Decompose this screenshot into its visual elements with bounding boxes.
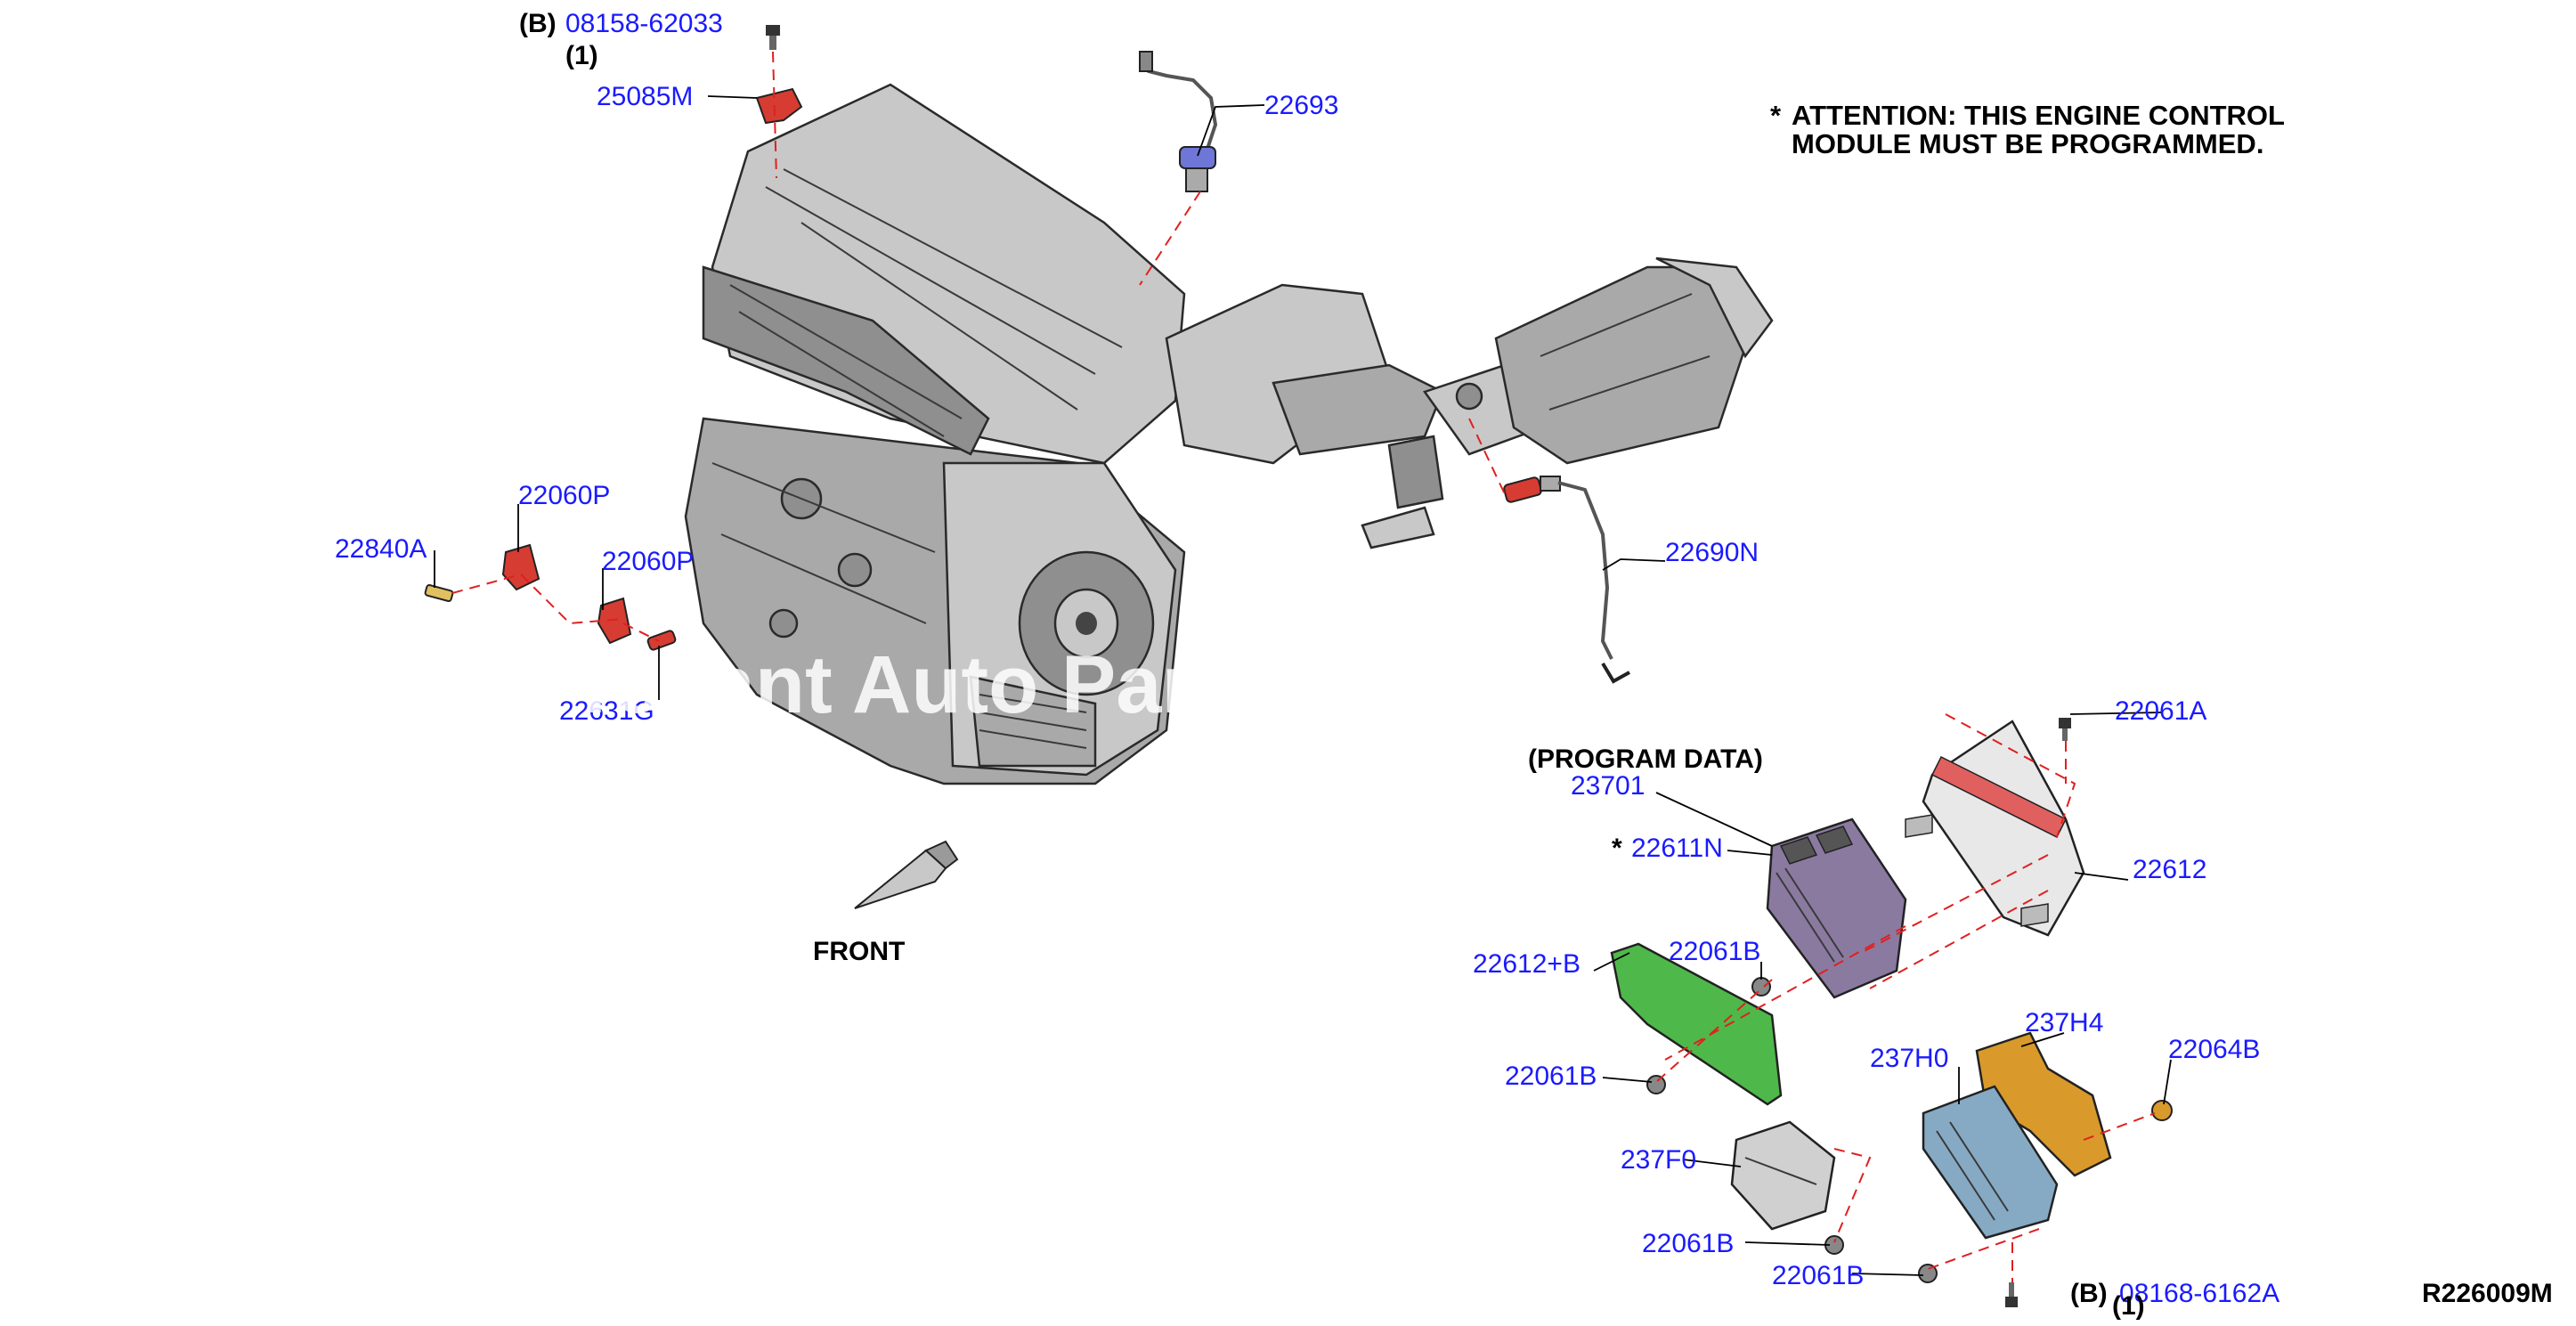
engine-icon xyxy=(684,83,1186,785)
part-number-22060P-a[interactable]: 22060P xyxy=(518,481,610,510)
watermark: Tenant Auto Parts xyxy=(570,639,1266,730)
part-number-23701[interactable]: 23701 xyxy=(1571,771,1645,801)
nut-icon xyxy=(1918,1264,1938,1283)
bolt-group-letter-bottom: (B) xyxy=(2070,1279,2108,1308)
assembly-lines xyxy=(451,51,2156,1282)
attention-note-star: * xyxy=(1770,100,1782,131)
part-number-22840A[interactable]: 22840A xyxy=(335,534,427,564)
program-data-label: (PROGRAM DATA) xyxy=(1528,744,1763,774)
o2-sensor-icon xyxy=(1139,51,1218,192)
part-number-22061A[interactable]: 22061A xyxy=(2115,696,2206,726)
qty-bottom: (1) xyxy=(2112,1291,2145,1321)
bracket-icon xyxy=(1610,942,1783,1106)
nut-icon xyxy=(1646,1075,1666,1094)
part-number-22060P-b[interactable]: 22060P xyxy=(602,547,694,576)
attention-note-line1: ATTENTION: THIS ENGINE CONTROL xyxy=(1792,100,2285,131)
part-number-22690N[interactable]: 22690N xyxy=(1665,538,1759,567)
programming-star: * xyxy=(1612,834,1622,863)
part-number-25085M[interactable]: 25085M xyxy=(597,82,693,111)
bolt-icon xyxy=(424,583,454,603)
cam-sensor-icon xyxy=(755,87,803,125)
module-icon xyxy=(1922,1085,2059,1240)
part-number-22612B[interactable]: 22612+B xyxy=(1473,949,1581,979)
part-number-22612[interactable]: 22612 xyxy=(2133,855,2206,884)
part-number-22061B-1[interactable]: 22061B xyxy=(1669,937,1760,966)
qty-top: (1) xyxy=(565,41,598,70)
part-number-08168-6162A[interactable]: 08168-6162A xyxy=(2119,1279,2279,1308)
part-number-08158-62033[interactable]: 08158-62033 xyxy=(565,9,723,38)
part-number-22061B-3[interactable]: 22061B xyxy=(1642,1229,1734,1258)
bolt-icon xyxy=(2059,718,2071,741)
diagram-code: R226009M xyxy=(2422,1279,2553,1308)
part-number-22631[interactable]: 22631G xyxy=(559,696,654,726)
attention-note-line2: MODULE MUST BE PROGRAMMED. xyxy=(1792,128,2263,159)
part-number-22611N[interactable]: 22611N xyxy=(1631,834,1723,863)
front-label: FRONT xyxy=(813,937,905,966)
part-number-22693[interactable]: 22693 xyxy=(1264,91,1338,120)
bracket-icon xyxy=(1905,720,2085,937)
bolt-icon xyxy=(766,25,780,50)
part-number-22064B[interactable]: 22064B xyxy=(2168,1035,2260,1064)
catalytic-converter-icon xyxy=(1165,256,1774,549)
front-arrow-icon xyxy=(854,840,959,909)
leader-lines xyxy=(434,95,2172,1276)
ecm-icon xyxy=(1766,818,1907,999)
part-number-237H0[interactable]: 237H0 xyxy=(1870,1044,1948,1073)
part-number-22061B-2[interactable]: 22061B xyxy=(1505,1062,1597,1091)
nut-icon xyxy=(2151,1100,2173,1121)
knock-sensor-icon xyxy=(501,543,677,651)
module-icon xyxy=(1730,1120,1836,1231)
part-number-22061B-4[interactable]: 22061B xyxy=(1772,1261,1864,1290)
bolt-icon xyxy=(2005,1282,2018,1307)
bolt-group-letter-top: (B) xyxy=(519,9,557,38)
o2-sensor-icon xyxy=(1503,476,1630,684)
nut-icon xyxy=(1751,977,1771,997)
part-number-237H4[interactable]: 237H4 xyxy=(2025,1008,2103,1037)
part-number-237F0[interactable]: 237F0 xyxy=(1621,1145,1696,1175)
